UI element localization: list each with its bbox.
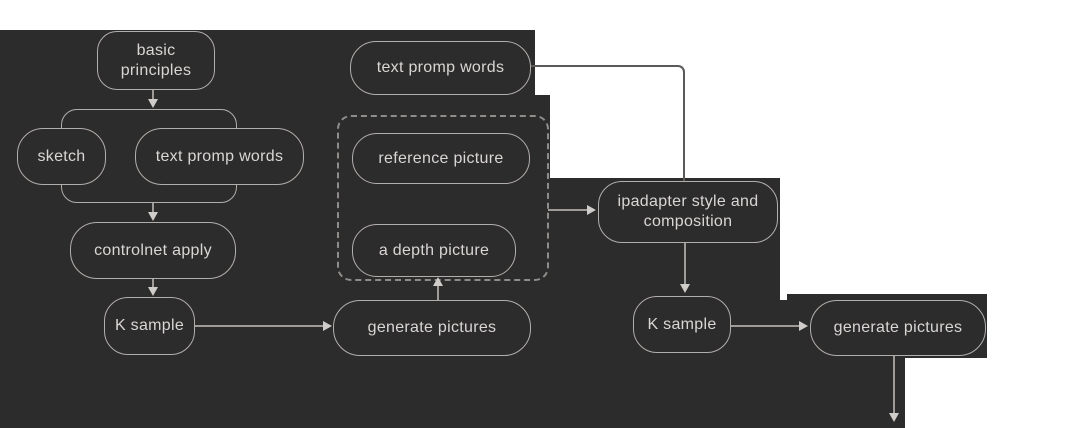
arrowhead-controlnet-to-ksample xyxy=(148,287,158,296)
node-a-depth-picture: a depth picture xyxy=(352,224,516,277)
connector-basic-to-group xyxy=(152,90,154,100)
node-basic-principles: basic principles xyxy=(97,31,215,90)
arrowhead-ksample-to-generate-right xyxy=(799,321,808,331)
arrowhead-group-to-controlnet xyxy=(148,212,158,221)
arrowhead-basic-to-group xyxy=(148,99,158,108)
connector-generate-to-depth xyxy=(437,285,439,300)
node-controlnet-apply: controlnet apply xyxy=(70,222,236,279)
node-k-sample-left: K sample xyxy=(104,297,195,355)
connector-ksample-to-generate-right xyxy=(731,325,800,327)
connector-dashedgroup-to-ipadapter xyxy=(548,209,588,211)
node-text-promp-words-left: text promp words xyxy=(135,128,304,185)
connector-generate-right-down xyxy=(893,356,895,414)
connector-ipadapter-to-ksample xyxy=(684,243,686,285)
node-generate-pictures-right: generate pictures xyxy=(810,300,986,356)
node-reference-picture: reference picture xyxy=(352,133,530,184)
connector-controlnet-to-ksample xyxy=(152,279,154,288)
node-sketch: sketch xyxy=(17,128,106,185)
arrowhead-ipadapter-to-ksample xyxy=(680,284,690,293)
arrowhead-generate-to-depth xyxy=(433,277,443,286)
node-ipadapter-style-composition: ipadapter style and composition xyxy=(598,181,778,243)
dashed-group-pictures xyxy=(337,115,549,281)
arrowhead-generate-right-down xyxy=(889,413,899,422)
node-text-promp-words-top: text promp words xyxy=(350,41,531,95)
node-generate-pictures-mid: generate pictures xyxy=(333,300,531,356)
connector-textpromp-to-ipadapter xyxy=(531,65,685,181)
connector-group-to-controlnet xyxy=(152,203,154,213)
node-k-sample-right: K sample xyxy=(633,296,731,353)
arrowhead-ksample-to-generate-mid xyxy=(323,321,332,331)
arrowhead-dashedgroup-to-ipadapter xyxy=(587,205,596,215)
connector-ksample-to-generate-mid xyxy=(195,325,324,327)
